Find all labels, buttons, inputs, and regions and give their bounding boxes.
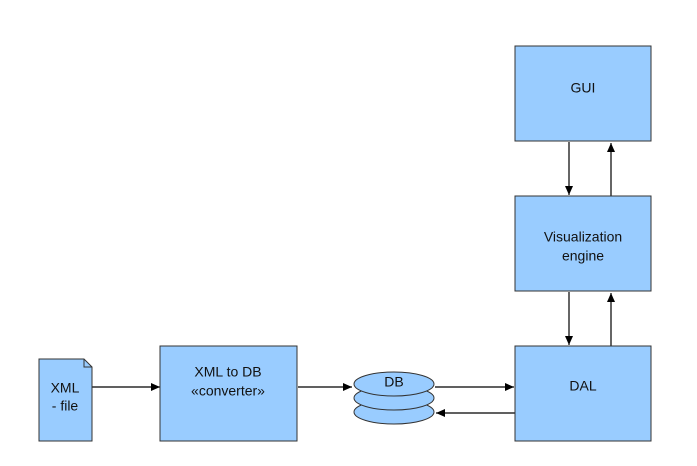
xml-file-fold-icon (83, 359, 92, 368)
converter-box (159, 345, 298, 442)
node-dal: DAL (514, 345, 652, 442)
node-xml-file: XML - file (38, 358, 93, 442)
visualization-engine-label-line1: Visualization (544, 229, 622, 245)
xml-file-shape (38, 358, 93, 442)
node-visualization-engine: Visualization engine (514, 195, 652, 292)
converter-label-line1: XML to DB (194, 364, 261, 380)
visualization-engine-box (514, 195, 652, 292)
db-disk-top (353, 371, 435, 397)
xml-file-label-line1: XML (51, 380, 80, 396)
node-db: DB (353, 371, 435, 425)
node-converter: XML to DB «converter» (159, 345, 298, 442)
node-gui: GUI (514, 45, 652, 142)
edges (92, 142, 615, 417)
db-label: DB (384, 374, 403, 390)
visualization-engine-label-line2: engine (562, 248, 604, 264)
dal-box (514, 345, 652, 442)
gui-box (514, 45, 652, 142)
xml-file-label-line2: - file (52, 398, 79, 414)
gui-label: GUI (571, 80, 596, 96)
converter-label-line2: «converter» (191, 383, 265, 399)
dal-label: DAL (569, 378, 596, 394)
